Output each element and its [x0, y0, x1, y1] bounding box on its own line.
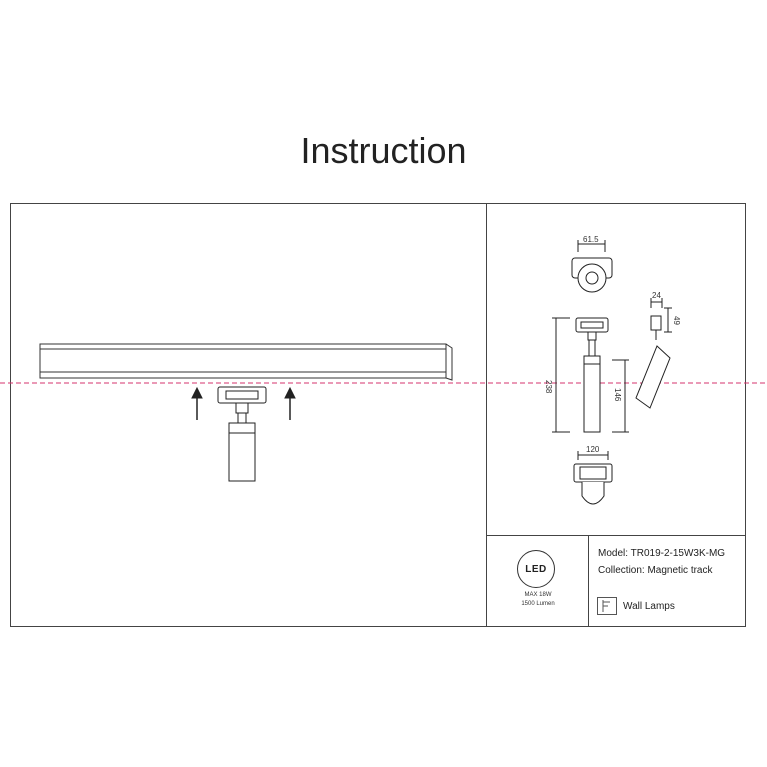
spec-lumen: 1500 Lumen — [521, 601, 555, 607]
dim-top-width: 61.5 — [583, 235, 599, 244]
bottom-view — [573, 451, 613, 505]
wall-lamp-icon — [597, 597, 617, 615]
info-divider — [588, 535, 589, 627]
front-view — [552, 317, 629, 433]
dim-body-height: 146 — [613, 388, 622, 402]
product-collection: Collection: Magnetic track — [598, 565, 713, 576]
dim-side-height: 49 — [672, 316, 681, 325]
lamp-main — [217, 386, 267, 482]
track-rail — [39, 343, 453, 381]
spec-power: MAX 18W — [524, 592, 552, 598]
product-model: Model: TR019-2-15W3K-MG — [598, 548, 726, 559]
install-arrow-left — [191, 386, 203, 420]
drawing-frame — [10, 203, 746, 627]
top-view — [571, 240, 613, 293]
page-title: Instruction — [300, 130, 467, 171]
dim-bottom-width: 120 — [586, 445, 600, 454]
dim-side-width: 24 — [652, 291, 661, 300]
install-arrow-right — [284, 386, 296, 420]
product-category: Wall Lamps — [623, 601, 675, 612]
dim-total-height: 238 — [544, 380, 553, 394]
side-view — [635, 298, 672, 409]
led-icon: LED — [517, 550, 555, 588]
vertical-divider — [486, 203, 487, 627]
horizontal-divider — [486, 535, 746, 536]
